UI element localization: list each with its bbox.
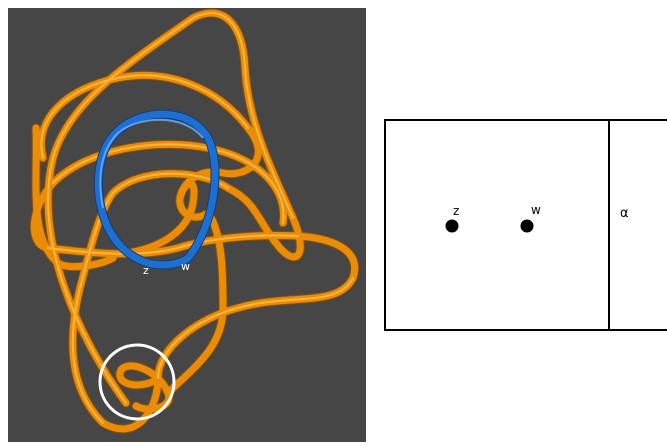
knot-basepoint-w-label: w (181, 260, 190, 273)
basepoint-z-label: z (453, 204, 459, 218)
basepoint-z (445, 219, 459, 233)
heegaard-diagram: z w α (384, 119, 667, 331)
knot-rendering: z w (8, 8, 366, 442)
knot-tube (29, 8, 360, 434)
heegaard-diagram-panel: z w α (380, 115, 667, 337)
knot-rendering-panel: z w (8, 8, 366, 442)
alpha-label: α (620, 206, 629, 221)
meridian-loop (93, 109, 220, 270)
basepoint-w-label: w (531, 203, 541, 217)
basepoint-w (520, 219, 534, 233)
knot-basepoint-z-label: z (143, 264, 149, 277)
highlight-circle (98, 343, 176, 421)
